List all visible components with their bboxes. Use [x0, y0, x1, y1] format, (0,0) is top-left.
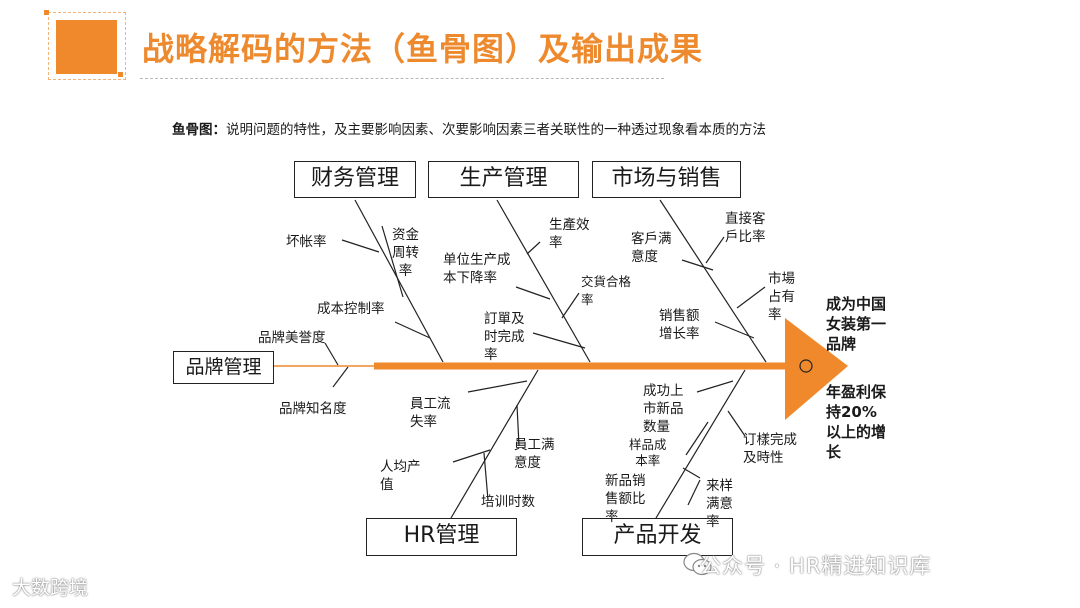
bad-debt-rib — [341, 239, 380, 253]
cause-market-share: 市場 占有 率 — [768, 271, 795, 323]
training-rib — [483, 452, 489, 501]
title-decoration-square — [56, 20, 117, 74]
category-brand: 品牌管理 — [173, 351, 274, 384]
category-production: 生产管理 — [428, 161, 579, 198]
production-bone — [496, 199, 591, 363]
delivery-pass-rib — [561, 292, 580, 319]
cause-direct-ratio: 直接客 戶比率 — [725, 211, 766, 245]
subtitle: 鱼骨图：说明问题的特性，及主要影响因素、次要影响因素三者关联性的一种透过现象看本… — [172, 118, 766, 138]
satisfaction-rib — [516, 404, 520, 447]
decoration-dot — [44, 10, 49, 15]
goal-profit: 年盈利保 持20% 以上的增 长 — [826, 383, 887, 461]
sample-satisfaction-rib — [687, 479, 701, 506]
cause-brand-awareness: 品牌知名度 — [279, 401, 347, 417]
sample-cost-rib — [685, 421, 709, 456]
cause-sample-satisfaction: 来样 满意 率 — [706, 478, 733, 530]
new-launch-rib — [696, 380, 734, 393]
cause-new-launch: 成功上 市新品 数量 — [643, 383, 684, 435]
turnover-rib — [467, 380, 528, 393]
cause-unit-cost: 单位生产成 本下降率 — [443, 252, 511, 286]
title-decoration-frame — [48, 12, 126, 80]
cause-per-capita-output: 人均产 值 — [380, 459, 421, 493]
new-sales-ratio-rib — [682, 467, 701, 479]
customer-satisfaction-rib — [681, 259, 714, 271]
cause-capital-turnover: 资金 周转 率 — [392, 227, 419, 279]
category-market: 市场与销售 — [592, 161, 741, 198]
capital-turnover-rib — [381, 225, 404, 298]
cause-sample-ontime: 订樣完成 及時性 — [743, 432, 797, 466]
cause-delivery-pass: 交貨合格 率 — [581, 274, 632, 307]
cause-brand-reputation: 品牌美誉度 — [258, 330, 326, 346]
unit-cost-rib — [515, 286, 551, 300]
watermark-source: 大数跨境 — [12, 577, 89, 599]
title-divider — [140, 78, 664, 79]
category-finance: 财务管理 — [294, 161, 416, 198]
subtitle-text: 说明问题的特性，及主要影响因素、次要影响因素三者关联性的一种透过现象看本质的方法 — [226, 122, 766, 138]
wechat-icon — [683, 552, 712, 576]
cause-sales-growth: 销售额 增长率 — [659, 308, 700, 342]
market-share-rib — [736, 286, 766, 309]
cause-order-ontime: 訂單及 时完成 率 — [484, 311, 525, 363]
product-bone — [655, 369, 746, 519]
cause-new-sales-ratio: 新品销 售额比 率 — [605, 473, 646, 525]
cause-efficiency: 生產效 率 — [549, 217, 590, 251]
subtitle-lead: 鱼骨图： — [172, 122, 226, 138]
reputation-rib — [324, 342, 339, 366]
goal-brand: 成为中国 女装第一 品牌 — [826, 295, 887, 353]
awareness-rib — [332, 366, 349, 388]
market-bone — [659, 199, 767, 363]
page-title: 战略解码的方法（鱼骨图）及输出成果 — [142, 30, 704, 68]
per-capita-rib — [452, 449, 491, 463]
finance-bone — [354, 199, 444, 363]
decoration-dot — [118, 72, 123, 77]
fish-eye — [799, 359, 813, 373]
category-product: 产品开发 — [582, 518, 733, 556]
cause-cost-control: 成本控制率 — [317, 301, 385, 317]
cause-bad-debt: 坏帐率 — [286, 234, 327, 250]
category-hr: HR管理 — [366, 518, 517, 556]
cause-staff-turnover: 員工流 失率 — [410, 396, 451, 430]
order-ontime-rib — [532, 332, 586, 349]
cost-control-rib — [394, 321, 431, 339]
sample-ontime-rib — [727, 410, 746, 437]
efficiency-rib — [526, 241, 541, 255]
hr-bone — [450, 369, 539, 519]
cause-training-hours: 培训时数 — [481, 494, 535, 510]
sales-growth-rib — [714, 321, 755, 339]
watermark-account: 公众号 · HR精进知识库 — [700, 554, 932, 578]
cause-staff-satisfaction: 員工满 意度 — [514, 437, 555, 471]
fish-head — [785, 318, 848, 420]
direct-ratio-rib — [705, 236, 725, 264]
cause-customer-satisfaction: 客戶满 意度 — [631, 231, 672, 265]
cause-sample-cost: 样品成 本率 — [629, 437, 667, 468]
